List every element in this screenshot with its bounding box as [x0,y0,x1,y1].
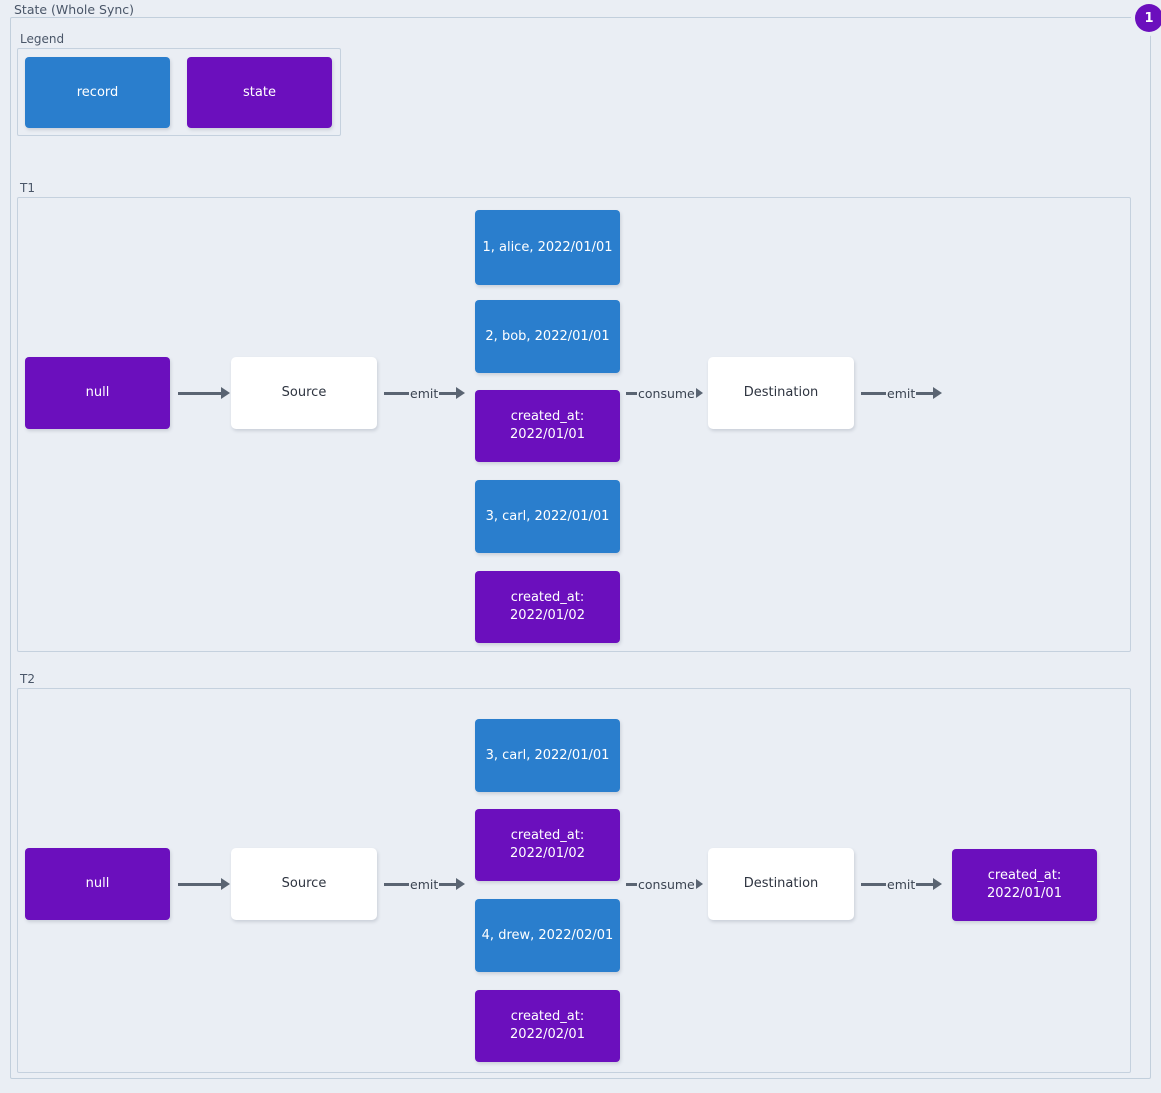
t2-edge-consume: consume [626,873,708,895]
t2-final-state-node[interactable]: created_at: 2022/01/01 [952,849,1097,921]
legend-item-record: record [25,57,170,128]
t1-edge-source-emit: emit [384,382,472,404]
arrow-head-icon [695,879,703,889]
t2-destination-node[interactable]: Destination [708,848,854,920]
page-title: State (Whole Sync) [10,3,139,17]
edge-line [916,882,934,886]
t2-edge-state-to-source [178,873,230,895]
badge-container: 1 [1131,0,1161,36]
t1-edge-source-emit-label: emit [410,385,439,401]
legend-item-state: state [187,57,332,128]
t1-destination-node[interactable]: Destination [708,357,854,429]
arrow-head-icon [933,387,943,399]
arrow-head-icon [933,878,943,890]
t2-stream-state-2-line2: 2022/02/01 [510,1027,585,1042]
t2-edge-source-emit: emit [384,873,472,895]
edge-line [861,391,886,395]
t2-source-node[interactable]: Source [231,848,377,920]
edge-line [439,391,457,395]
arrow-head-icon [221,878,230,890]
t2-stream-state-1-line1: created_at: [510,828,585,843]
step-badge[interactable]: 1 [1135,4,1161,32]
t1-stream-state-1-line2: 2022/01/01 [510,427,585,442]
t1-stream-state-2[interactable]: created_at: 2022/01/02 [475,571,620,643]
t2-stream-state-2-line1: created_at: [510,1009,585,1024]
arrow-head-icon [221,387,230,399]
t1-edge-consume-label: consume [638,385,695,401]
t2-stream-record-2[interactable]: 4, drew, 2022/02/01 [475,899,620,972]
t2-final-state-line1: created_at: [987,868,1062,883]
t2-stream-state-1[interactable]: created_at: 2022/01/02 [475,809,620,881]
t2-stream-record-1[interactable]: 3, carl, 2022/01/01 [475,719,620,792]
t1-source-node[interactable]: Source [231,357,377,429]
t1-stream-state-2-line1: created_at: [510,590,585,605]
t2-edge-source-emit-label: emit [410,876,439,892]
t1-edge-state-to-source [178,382,230,404]
legend-label: Legend [17,33,68,46]
t1-stream-record-1[interactable]: 1, alice, 2022/01/01 [475,210,620,285]
group-label-t2: T2 [17,673,38,686]
edge-line [916,391,934,395]
edge-line [861,882,886,886]
t1-stream-record-3[interactable]: 3, carl, 2022/01/01 [475,480,620,553]
arrow-head-icon [695,388,703,398]
edge-line [439,882,457,886]
edge-line [626,882,637,886]
arrow-head-icon [456,387,466,399]
t2-stream-state-1-line2: 2022/01/02 [510,846,585,861]
t2-edge-destination-emit: emit [861,873,951,895]
edge-line [178,391,221,395]
t2-stream-state-2[interactable]: created_at: 2022/02/01 [475,990,620,1062]
t1-stream-state-1[interactable]: created_at: 2022/01/01 [475,390,620,462]
t1-stream-state-2-line2: 2022/01/02 [510,608,585,623]
t1-edge-destination-emit: emit [861,382,951,404]
t1-stream-state-1-line1: created_at: [510,409,585,424]
edge-line [384,882,409,886]
t1-stream-record-2[interactable]: 2, bob, 2022/01/01 [475,300,620,373]
t2-initial-state-node[interactable]: null [25,848,170,920]
t1-initial-state-node[interactable]: null [25,357,170,429]
t2-edge-destination-emit-label: emit [887,876,916,892]
t2-final-state-line2: 2022/01/01 [987,886,1062,901]
edge-line [626,391,637,395]
arrow-head-icon [456,878,466,890]
t1-edge-consume: consume [626,382,708,404]
edge-line [384,391,409,395]
t2-edge-consume-label: consume [638,876,695,892]
edge-line [178,882,221,886]
group-label-t1: T1 [17,182,38,195]
t1-edge-destination-emit-label: emit [887,385,916,401]
